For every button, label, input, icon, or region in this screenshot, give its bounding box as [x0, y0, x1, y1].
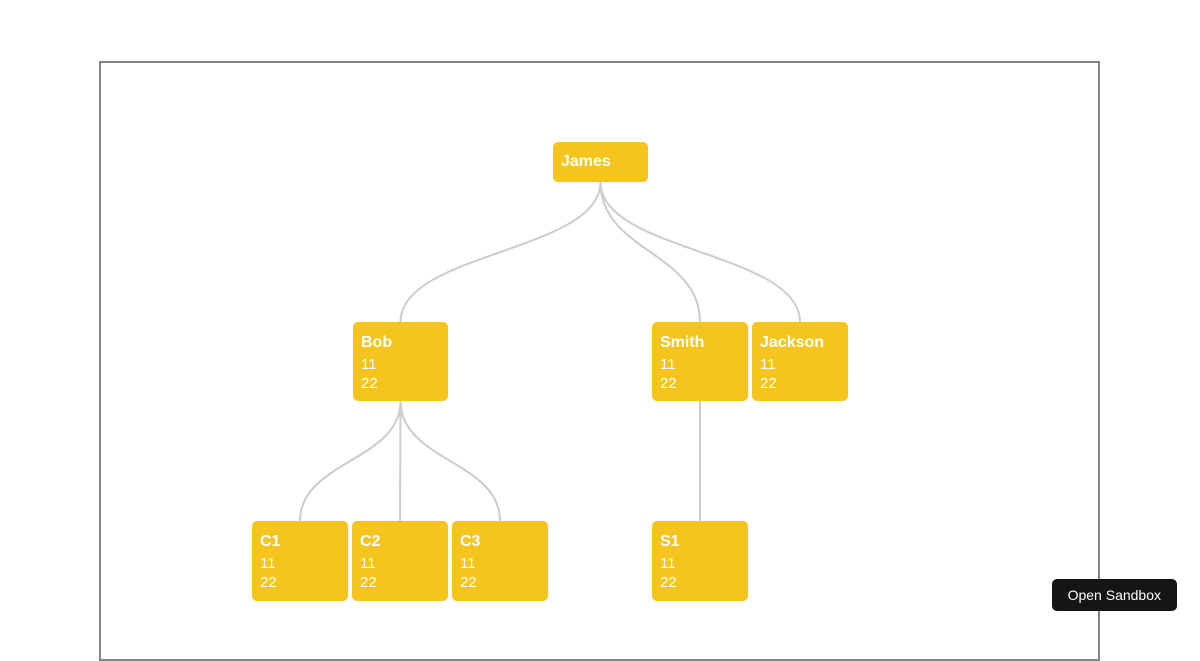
node-attribute: 11	[660, 555, 676, 572]
node-attribute: 11	[260, 555, 276, 572]
node-label: James	[561, 153, 611, 170]
node-attribute: 11	[460, 555, 476, 572]
node-attribute: 11	[660, 355, 676, 373]
node-attribute: 11	[360, 555, 376, 572]
node-label: Bob	[361, 333, 393, 351]
node-attribute: 11	[361, 355, 377, 373]
node-label: C1	[260, 533, 281, 550]
tree-node-c3[interactable]: C3 11 22	[452, 521, 548, 601]
tree-node-james[interactable]: James	[553, 142, 648, 182]
node-attribute: 22	[460, 574, 477, 591]
node-label: Smith	[660, 333, 705, 351]
node-attribute: 22	[260, 574, 277, 591]
node-attribute: 22	[360, 574, 377, 591]
node-label: Jackson	[760, 333, 825, 351]
node-attribute: 22	[361, 374, 378, 392]
node-label: C2	[360, 533, 381, 550]
node-attribute: 11	[760, 355, 776, 373]
node-label: S1	[660, 533, 680, 550]
node-attribute: 22	[660, 574, 677, 591]
tree-node-s1[interactable]: S1 11 22	[652, 521, 748, 601]
tree-node-c1[interactable]: C1 11 22	[252, 521, 348, 601]
open-sandbox-button[interactable]: Open Sandbox	[1051, 579, 1177, 611]
node-attribute: 22	[660, 374, 677, 392]
node-label: C3	[460, 533, 481, 550]
node-attribute: 22	[760, 374, 777, 392]
tree-node-c2[interactable]: C2 11 22	[352, 521, 448, 601]
